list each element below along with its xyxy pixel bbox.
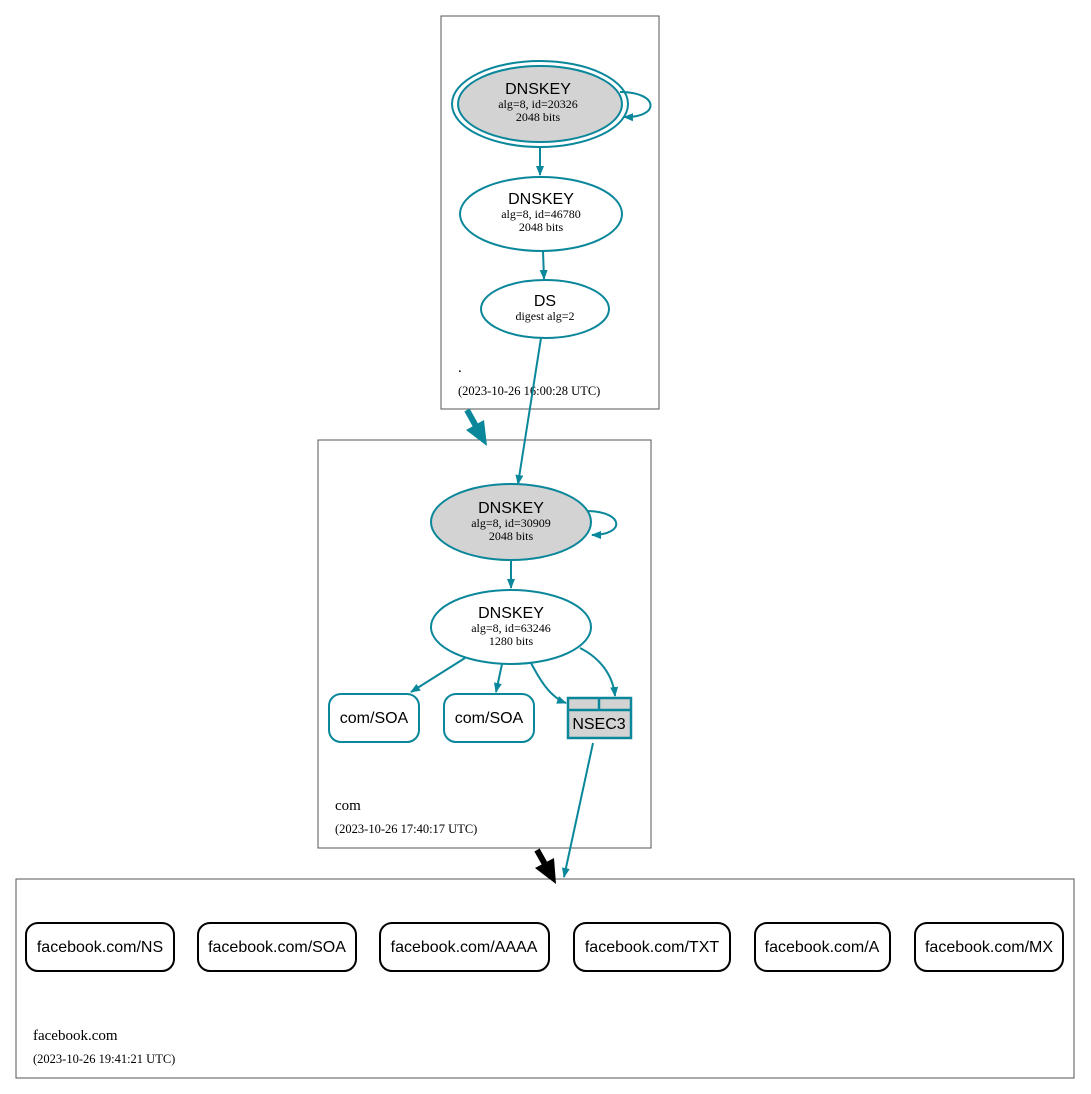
zone-box-root xyxy=(440,15,660,410)
facebook-txt-record[interactable]: facebook.com/TXT xyxy=(573,922,731,972)
com-nsec3-node[interactable]: NSEC3 xyxy=(566,696,633,740)
facebook-zone-name: facebook.com xyxy=(33,1028,118,1044)
com-zsk-to-soa2-edge xyxy=(493,663,503,693)
root-ds-title: DS xyxy=(534,293,556,310)
facebook-mx-label: facebook.com/MX xyxy=(925,939,1053,956)
facebook-soa-record[interactable]: facebook.com/SOA xyxy=(197,922,357,972)
com-soa-label-1: com/SOA xyxy=(340,710,409,727)
root-zone-name: . xyxy=(458,360,462,376)
root-ds-node[interactable]: DS digest alg=2 xyxy=(480,279,610,339)
facebook-txt-label: facebook.com/TXT xyxy=(585,939,720,956)
com-zsk-node[interactable]: DNSKEY alg=8, id=63246 1280 bits xyxy=(430,589,592,665)
com-zone-timestamp: (2023-10-26 17:40:17 UTC) xyxy=(335,822,477,836)
root-ksk-line2: 2048 bits xyxy=(516,110,561,124)
ds-to-com-ksk-edge xyxy=(515,337,542,485)
root-ksk-line1: alg=8, id=20326 xyxy=(498,97,578,111)
com-to-facebook-delegation-arrow xyxy=(534,848,556,884)
com-zsk-to-nsec3-edge-b xyxy=(579,647,619,697)
com-zsk-title: DNSKEY xyxy=(478,605,544,622)
com-soa-node-2[interactable]: com/SOA xyxy=(443,693,535,743)
com-ksk-line1: alg=8, id=30909 xyxy=(471,516,551,530)
facebook-mx-record[interactable]: facebook.com/MX xyxy=(914,922,1064,972)
facebook-a-label: facebook.com/A xyxy=(765,939,880,956)
facebook-aaaa-record[interactable]: facebook.com/AAAA xyxy=(379,922,550,972)
facebook-aaaa-label: facebook.com/AAAA xyxy=(391,939,538,956)
root-zsk-to-ds-edge xyxy=(539,250,548,280)
root-zsk-line1: alg=8, id=46780 xyxy=(501,207,581,221)
com-zsk-line2: 1280 bits xyxy=(489,634,534,648)
com-ksk-line2: 2048 bits xyxy=(489,529,534,543)
root-zone-timestamp: (2023-10-26 16:00:28 UTC) xyxy=(458,384,600,398)
com-soa-node-1[interactable]: com/SOA xyxy=(328,693,420,743)
root-zsk-line2: 2048 bits xyxy=(519,220,564,234)
root-ksk-node[interactable]: DNSKEY alg=8, id=20326 2048 bits xyxy=(451,60,629,148)
nsec3-to-facebook-edge xyxy=(561,742,594,878)
com-zsk-to-soa1-edge xyxy=(410,657,466,693)
root-ds-line1: digest alg=2 xyxy=(515,309,574,323)
root-ksk-self-edge xyxy=(619,91,652,122)
root-to-com-delegation-arrow xyxy=(464,408,487,446)
facebook-zone-timestamp: (2023-10-26 19:41:21 UTC) xyxy=(33,1052,175,1066)
facebook-a-record[interactable]: facebook.com/A xyxy=(754,922,891,972)
com-zsk-line1: alg=8, id=63246 xyxy=(471,621,551,635)
com-ksk-title: DNSKEY xyxy=(478,500,544,517)
com-zsk-to-nsec3-edge-a xyxy=(530,662,567,704)
facebook-ns-label: facebook.com/NS xyxy=(37,939,163,956)
facebook-soa-label: facebook.com/SOA xyxy=(208,939,346,956)
com-zone-name: com xyxy=(335,798,361,814)
root-zsk-node[interactable]: DNSKEY alg=8, id=46780 2048 bits xyxy=(459,176,623,252)
com-ksk-self-edge xyxy=(587,510,618,539)
com-nsec3-label: NSEC3 xyxy=(572,716,625,733)
root-ksk-title: DNSKEY xyxy=(505,81,571,98)
facebook-ns-record[interactable]: facebook.com/NS xyxy=(25,922,175,972)
com-soa-label-2: com/SOA xyxy=(455,710,524,727)
com-ksk-node[interactable]: DNSKEY alg=8, id=30909 2048 bits xyxy=(430,483,592,561)
zone-box-facebook xyxy=(15,878,1075,1079)
root-zsk-title: DNSKEY xyxy=(508,191,574,208)
